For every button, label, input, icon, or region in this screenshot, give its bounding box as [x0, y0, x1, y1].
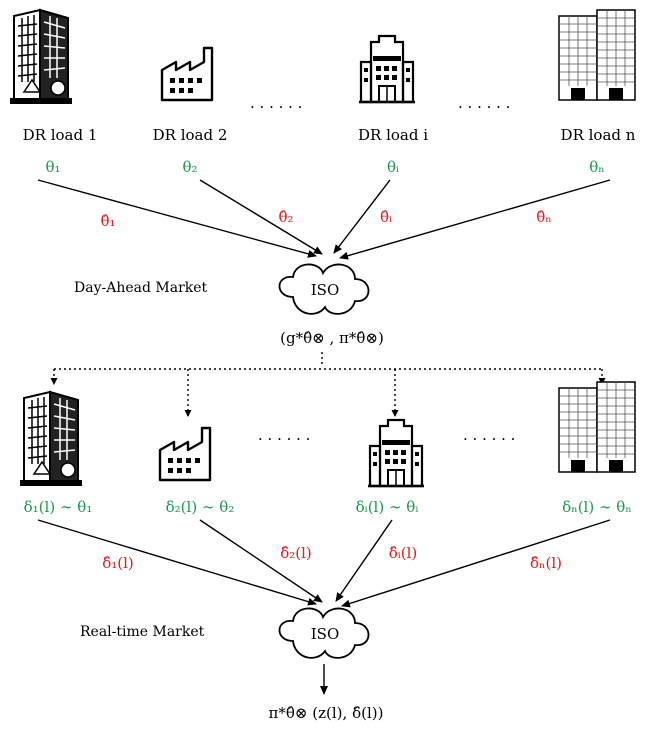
dr-load-n-tower-icon — [558, 9, 636, 101]
ellipsis-2: · · · · · · — [458, 98, 510, 116]
arrow-i-to-iso-da — [333, 179, 391, 254]
theta-hat-i: θ̂ᵢ — [380, 208, 392, 226]
theta-n: θₙ — [589, 158, 605, 176]
day-ahead-market-label: Day-Ahead Market — [74, 280, 208, 296]
dr-load-2-factory-icon — [160, 46, 214, 102]
real-time-output: π*θ̂⊗ (z(l), δ̂(l)) — [269, 704, 384, 722]
theta-1: θ₁ — [45, 158, 60, 176]
delta-n: δₙ(l) ∼ θₙ — [562, 498, 632, 516]
dr-load-1-label: DR load 1 — [23, 126, 98, 144]
arrow-2-to-iso-da — [199, 179, 323, 255]
delta-hat-2: δ̂₂(l) — [280, 544, 312, 562]
dr-load-n-label: DR load n — [561, 126, 636, 144]
theta-hat-n: θ̂ₙ — [536, 208, 552, 226]
delta-1: δ₁(l) ∼ θ₁ — [24, 498, 93, 516]
theta-hat-1: θ̂₁ — [100, 212, 115, 230]
ellipsis-3: · · · · · · — [258, 430, 310, 448]
ellipsis-1: · · · · · · — [250, 98, 302, 116]
day-ahead-output: (g*θ̂⊗ , π*θ̂⊗) — [280, 329, 384, 347]
rt-load-2-factory-icon — [158, 426, 212, 482]
theta-i: θᵢ — [387, 158, 399, 176]
arrow-1-to-iso-rt — [37, 519, 317, 606]
dr-load-i-office-icon — [357, 34, 417, 104]
iso-real-time-label: ISO — [311, 625, 340, 643]
dr-load-1-building-icon — [9, 9, 73, 105]
arrow-n-to-iso-da — [339, 179, 611, 260]
rt-load-n-tower-icon — [558, 381, 636, 473]
dr-load-2-label: DR load 2 — [153, 126, 228, 144]
theta-hat-2: θ̂₂ — [278, 208, 293, 226]
real-time-market-label: Real-time Market — [80, 624, 205, 640]
arrow-1-to-iso-da — [37, 179, 317, 258]
arrow-i-to-iso-rt — [335, 519, 393, 602]
delta-2: δ₂(l) ∼ θ₂ — [166, 498, 235, 516]
ellipsis-4: · · · · · · — [463, 430, 515, 448]
delta-i: δᵢ(l) ∼ θᵢ — [356, 498, 419, 516]
rt-load-i-office-icon — [366, 418, 426, 488]
delta-hat-1: δ̂₁(l) — [102, 554, 134, 572]
arrow-n-to-iso-rt — [341, 519, 611, 608]
theta-2: θ₂ — [182, 158, 197, 176]
iso-day-ahead-label: ISO — [311, 281, 340, 299]
delta-hat-i: δ̂ᵢ(l) — [389, 544, 418, 562]
rt-load-1-building-icon — [19, 391, 83, 487]
delta-hat-n: δ̂ₙ(l) — [530, 554, 562, 572]
arrow-2-to-iso-rt — [199, 519, 323, 603]
dr-load-i-label: DR load i — [358, 126, 428, 144]
